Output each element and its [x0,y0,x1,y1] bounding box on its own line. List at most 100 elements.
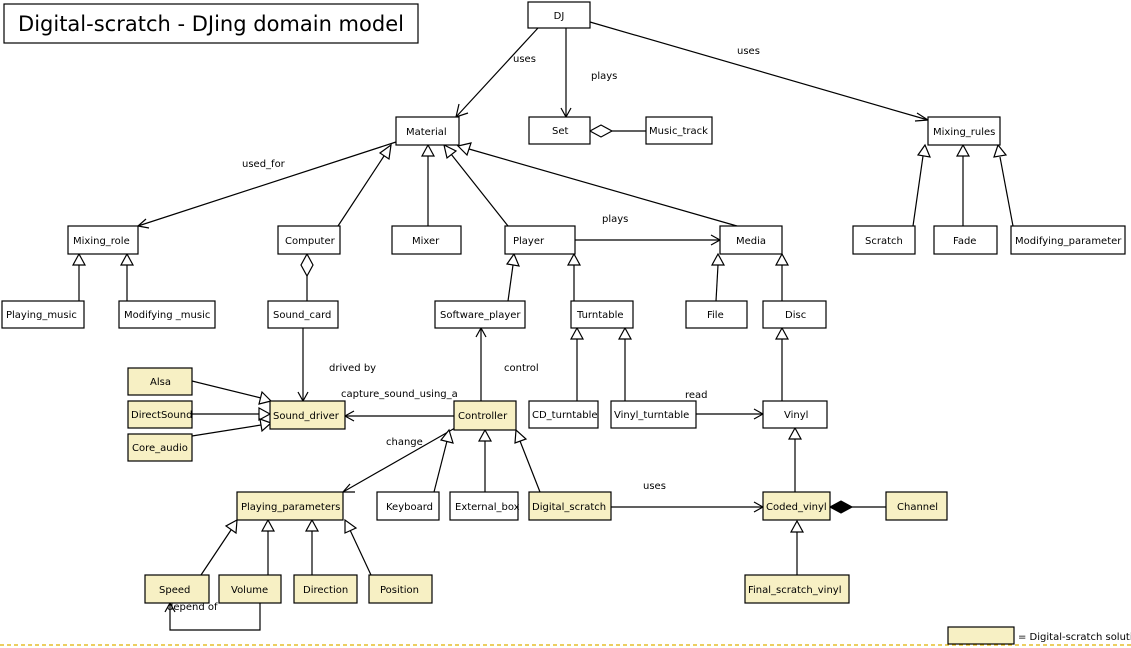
edge-cd-turntable-turntable [569,326,585,401]
class-direction: Direction [293,574,358,604]
class-label: Sound_card [273,310,331,321]
class-volume: Volume [218,574,282,604]
class-media: Media [719,225,783,255]
class-label: Computer [285,236,336,247]
edge-vinyl-turntable-vinyl [696,408,765,420]
class-player: Player [504,225,576,255]
label-dj-material: uses [513,54,536,65]
class-label: Music_track [649,126,708,137]
edge-volume-playing-parameters [260,518,276,575]
edge-digital-scratch-controller [514,428,541,493]
class-playing-parameters: Playing_parameters [236,491,344,521]
class-label: Core_audio [132,443,188,454]
class-label: Position [380,585,419,596]
label-sound-card-sound-driver: drived by [329,363,376,374]
class-software-player: Software_player [434,300,526,329]
edge-vinyl-turntable-turntable [617,326,633,401]
class-label: Media [736,236,766,247]
class-core-audio: Core_audio [127,433,193,462]
edge-modifying-parameter-mixing-rules [993,143,1014,227]
class-sound-card: Sound_card [267,300,339,329]
class-label: DJ [554,11,565,22]
class-label: Disc [785,310,806,321]
edge-media-material [456,142,738,227]
class-channel: Channel [885,491,948,521]
nodes-layer: DJ Material Set Music_track Mixing_rules… [1,1,1126,604]
edge-controller-sound-driver [343,410,454,422]
edge-mixer-material [420,143,436,226]
label-controller-software-player: control [504,363,539,374]
class-sound-driver: Sound_driver [269,400,346,430]
class-material: Material [395,116,460,146]
class-label: Channel [897,502,938,513]
edge-external-box-controller [477,428,493,492]
edge-vinyl-disc [774,326,790,401]
class-turntable: Turntable [570,300,634,329]
class-set: Set [528,116,591,145]
edge-channel-coded-vinyl [828,500,886,514]
edge-fade-mixing-rules [955,143,971,226]
edge-coded-vinyl-vinyl [787,426,803,492]
class-directsound: DirectSound [127,400,193,429]
edge-player-material [443,143,509,227]
class-label: Modifying_parameter [1015,236,1122,247]
class-label: Turntable [576,310,624,321]
label-digital-scratch-coded-vinyl: uses [643,481,666,492]
class-modifying-parameter: Modifying_parameter [1010,225,1126,255]
class-cd-turntable: CD_turntable [528,400,599,429]
class-label: Set [552,126,569,137]
class-label: Material [406,127,447,138]
class-computer: Computer [277,225,341,255]
class-modifying-music: Modifying _music [118,300,216,329]
edge-labels: uses plays uses used_for plays drived by… [167,46,760,613]
class-label: Digital_scratch [532,502,606,513]
class-label: CD_turntable [532,410,598,421]
edge-alsa-sound-driver [191,380,273,405]
class-label: DirectSound [131,410,192,421]
class-speed: Speed [144,574,210,604]
label-volume-speed: depend of [167,602,218,613]
label-dj-set: plays [591,71,617,82]
edge-playing-music-mixing-role [71,252,87,301]
edge-disc-media [774,252,790,301]
label-vinyl-turntable-vinyl: read [685,390,708,401]
legend: = Digital-scratch solution [947,626,1131,645]
label-controller-playing-parameters: change [386,437,423,448]
class-label: Speed [159,585,190,596]
edge-player-media [575,234,722,246]
class-label: Volume [231,585,268,596]
class-label: Modifying _music [124,310,210,321]
legend-swatch [947,626,1015,645]
edge-keyboard-controller [433,428,454,493]
class-label: Fade [953,236,976,247]
label-dj-mixing-rules: uses [737,46,760,57]
class-vinyl-turntable: Vinyl_turntable [610,400,697,429]
edge-modifying-music-mixing-role [119,252,135,301]
class-label: Playing_parameters [241,502,340,513]
edge-material-mixing-role [136,141,397,229]
class-digital-scratch: Digital_scratch [528,491,612,521]
edge-turntable-player [566,252,582,301]
edge-direction-playing-parameters [304,518,320,575]
class-label: Coded_vinyl [766,502,827,513]
class-label: Keyboard [386,502,433,513]
class-label: Vinyl_turntable [614,410,689,421]
connectors-layer [71,21,1014,631]
class-position: Position [368,574,433,604]
edge-speed-playing-parameters [200,518,238,576]
class-fade: Fade [933,225,998,255]
class-label: Mixing_role [73,236,130,247]
class-dj: DJ [527,1,591,29]
class-playing-music: Playing_music [1,300,85,329]
class-alsa: Alsa [127,367,193,396]
label-player-media: plays [602,214,628,225]
class-label: Final_scratch_vinyl [748,585,841,596]
class-label: Mixer [412,236,440,247]
class-file: File [685,300,748,329]
edge-directsound-sound-driver [192,406,272,422]
class-label: Player [513,236,545,247]
edge-file-media [710,252,726,302]
class-label: Playing_music [6,310,77,321]
class-external-box: External_box [449,491,520,521]
